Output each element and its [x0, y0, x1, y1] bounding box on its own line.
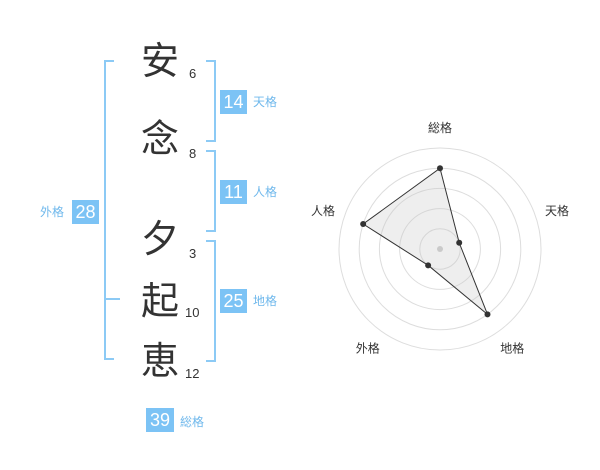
chikaku-bracket: [206, 240, 216, 362]
radar-point-4: [425, 262, 432, 269]
gaikaku-value: 28: [72, 200, 99, 224]
radar-axis-label-1: 総格: [428, 120, 452, 135]
jinkaku-bracket: [206, 150, 216, 232]
radar-grid-ring: [338, 147, 542, 351]
radar-point-2: [456, 239, 463, 246]
stroke-count-5: 12: [185, 366, 200, 381]
radar-point-1: [437, 165, 443, 172]
radar-axis-label-5: 人格: [311, 203, 335, 218]
name-char-3: 夕: [141, 217, 180, 261]
jinkaku-label: 人格: [253, 185, 278, 199]
radar-center-dot: [437, 246, 443, 252]
gaikaku-bracket: [104, 60, 114, 300]
name-char-5: 恵: [141, 339, 180, 383]
radar-axis-label-3: 地格: [500, 341, 524, 356]
name-char-1: 安: [141, 39, 180, 83]
tenkaku-value: 14: [220, 90, 247, 114]
gaikaku-label: 外格: [40, 205, 65, 219]
soukaku-value: 39: [146, 408, 174, 432]
radar-grid-ring: [378, 187, 502, 311]
stroke-count-3: 3: [189, 246, 197, 261]
radar-axis-label-2: 天格: [545, 203, 569, 218]
radar-point-3: [484, 311, 491, 318]
stroke-count-1: 6: [189, 66, 197, 81]
gaikaku-bracket-lower: [104, 298, 114, 360]
gaikaku-bracket-divider: [104, 298, 120, 300]
radar-point-5: [360, 221, 367, 228]
radar-grid-ring: [399, 208, 481, 290]
tenkaku-bracket: [206, 60, 216, 142]
name-char-4: 起: [141, 279, 180, 323]
name-char-2: 念: [141, 117, 180, 161]
radar-series-area: [362, 167, 488, 315]
stroke-count-4: 10: [185, 305, 200, 320]
radar-grid-ring: [419, 228, 461, 270]
stroke-count-2: 8: [189, 146, 197, 161]
tenkaku-label: 天格: [253, 95, 278, 109]
soukaku-label: 総格: [180, 415, 205, 429]
chikaku-value: 25: [220, 289, 247, 313]
chikaku-label: 地格: [253, 294, 278, 308]
jinkaku-value: 11: [220, 180, 247, 204]
radar-axis-label-4: 外格: [356, 341, 380, 356]
